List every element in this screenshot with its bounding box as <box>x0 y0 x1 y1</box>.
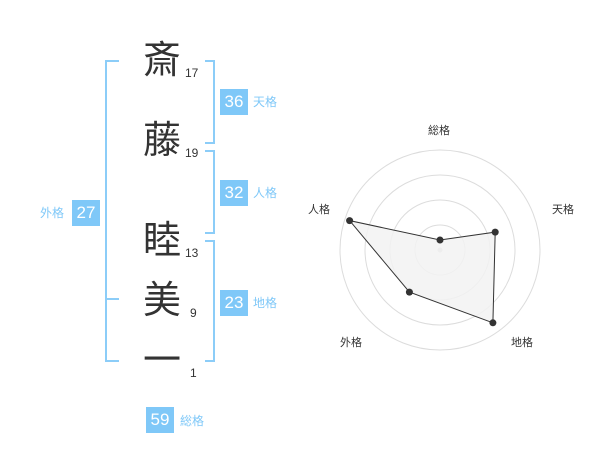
radar-point-4 <box>405 288 413 296</box>
tenkaku-label: 天格 <box>253 95 278 109</box>
chikaku-value: 23 <box>220 290 248 316</box>
gaikaku-value: 27 <box>72 200 100 226</box>
chikaku-bracket <box>205 240 215 362</box>
name-char-1: 斎 <box>142 38 181 82</box>
stroke-count-3: 13 <box>185 246 199 260</box>
name-char-5: 一 <box>142 338 181 382</box>
gaikaku-bracket <box>105 60 119 362</box>
radar-label-jinkaku: 人格 <box>308 203 330 216</box>
stroke-count-4: 9 <box>190 306 197 320</box>
stroke-count-2: 19 <box>185 146 199 160</box>
radar-label-soukaku: 総格 <box>428 124 450 137</box>
radar-point-5 <box>346 217 354 225</box>
radar-grid-ring-3 <box>364 174 516 326</box>
soukaku-value: 59 <box>146 407 174 433</box>
radar-polygon <box>348 219 496 324</box>
radar-point-2 <box>491 228 499 236</box>
tenkaku-value: 36 <box>220 89 248 115</box>
gaikaku-bracket-tick <box>107 298 119 300</box>
stroke-count-1: 17 <box>185 66 199 80</box>
name-char-3: 睦 <box>142 218 181 262</box>
stroke-count-5: 1 <box>190 366 197 380</box>
radar-point-1 <box>436 236 444 244</box>
jinkaku-label: 人格 <box>253 186 278 200</box>
radar-label-tenkaku: 天格 <box>552 203 574 216</box>
radar-label-chikaku: 地格 <box>511 336 533 349</box>
radar-grid-ring-4 <box>339 149 541 351</box>
name-char-4: 美 <box>142 278 181 322</box>
jinkaku-value: 32 <box>220 180 248 206</box>
radar-point-3 <box>489 319 497 327</box>
name-char-2: 藤 <box>142 118 181 162</box>
tenkaku-bracket <box>205 60 215 144</box>
soukaku-label: 総格 <box>180 414 205 428</box>
chikaku-label: 地格 <box>253 296 278 310</box>
jinkaku-bracket <box>205 150 215 234</box>
gaikaku-label: 外格 <box>40 206 65 220</box>
radar-label-gaikaku: 外格 <box>340 336 362 349</box>
